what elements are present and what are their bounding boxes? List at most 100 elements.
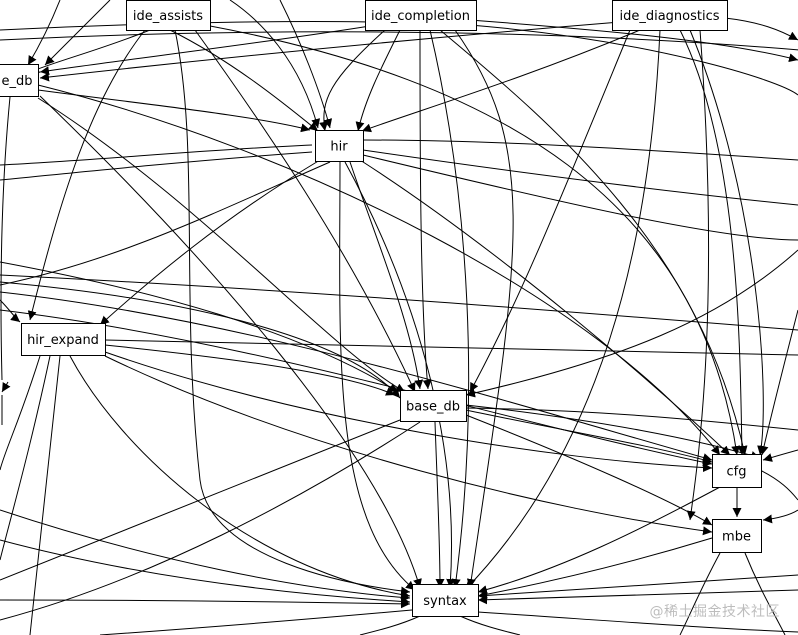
edge [29, 355, 61, 635]
node-cfg: cfg [712, 454, 762, 488]
edge [174, 29, 411, 596]
edge [27, 29, 146, 321]
edge [762, 449, 798, 462]
edge [0, 421, 421, 621]
edge [39, 21, 621, 82]
edge [0, 509, 411, 602]
edge [355, 29, 401, 132]
edge [469, 19, 798, 63]
edge [465, 404, 761, 460]
edge [104, 355, 713, 536]
edge [0, 281, 401, 399]
node-box [365, 0, 477, 31]
node-box [21, 323, 106, 356]
node-mbe: mbe [712, 519, 762, 553]
edge [477, 589, 798, 605]
edge [689, 29, 767, 456]
node-ide-assists: ide_assists [126, 0, 211, 31]
edge [0, 599, 411, 609]
node-box [412, 584, 479, 617]
node-label: ide_assists [133, 9, 203, 24]
edge [344, 161, 456, 589]
edge [464, 29, 661, 591]
edge [104, 339, 798, 356]
edge [477, 537, 713, 599]
edge [339, 161, 416, 591]
edge [0, 151, 313, 181]
edge [434, 421, 445, 589]
edge [439, 29, 748, 456]
edge [477, 574, 798, 600]
node-syntax: syntax [412, 584, 479, 617]
edge [44, 0, 111, 66]
edge [169, 29, 319, 132]
node-label: syntax [423, 594, 467, 609]
edge [0, 96, 11, 381]
edge [454, 29, 514, 589]
node-label: e_db [1, 74, 32, 89]
edge [469, 24, 798, 96]
edge [724, 17, 798, 41]
edge [419, 29, 432, 390]
node-box [612, 0, 728, 31]
edge [361, 29, 641, 133]
edge [469, 29, 631, 393]
edge [362, 139, 798, 161]
edge [99, 159, 321, 326]
edge [465, 414, 713, 526]
node-hir: hir [315, 130, 364, 162]
node-box [315, 130, 364, 162]
edge [0, 355, 41, 471]
node-label: hir [330, 140, 348, 155]
edge [429, 29, 470, 589]
nodes: ide_assists ide_completion ide_diagnostics… [0, 0, 762, 617]
node-hir-expand: hir_expand [21, 323, 106, 356]
edge [0, 31, 798, 51]
edge [27, 0, 61, 66]
edge [686, 29, 710, 521]
edge [477, 611, 798, 633]
edge [0, 291, 713, 462]
edge [349, 161, 424, 390]
node-box [400, 390, 467, 422]
edge [0, 144, 313, 166]
edge [679, 29, 747, 456]
edge [104, 351, 713, 473]
node-label: base_db [406, 400, 460, 415]
edge [69, 355, 411, 599]
edge [39, 25, 371, 76]
edge [459, 615, 521, 635]
node-box [712, 454, 762, 488]
edge [0, 299, 21, 323]
edge [37, 97, 406, 393]
edge [465, 249, 798, 398]
edge [465, 407, 798, 431]
edge [279, 0, 333, 129]
edge [0, 539, 411, 606]
watermark: @稀土掘金技术社区 [649, 604, 780, 620]
edge [37, 89, 311, 133]
edge [0, 419, 401, 581]
node-label: mbe [722, 530, 751, 545]
edge [359, 159, 731, 456]
node-label: cfg [727, 465, 747, 480]
edge [39, 95, 422, 589]
edge [229, 0, 321, 129]
edge [0, 355, 51, 561]
edge [744, 552, 786, 635]
node-ide-db: e_db [0, 64, 39, 97]
edge [359, 615, 421, 635]
node-box [712, 519, 762, 553]
edge [37, 84, 721, 456]
node-label: hir_expand [27, 333, 99, 348]
node-box [0, 64, 39, 97]
node-ide-diagnostics: ide_diagnostics [612, 0, 728, 31]
edge [465, 409, 713, 464]
node-ide-completion: ide_completion [365, 0, 477, 31]
edge [104, 344, 396, 396]
edge [362, 149, 798, 206]
edge [0, 309, 713, 467]
edge [759, 469, 798, 501]
